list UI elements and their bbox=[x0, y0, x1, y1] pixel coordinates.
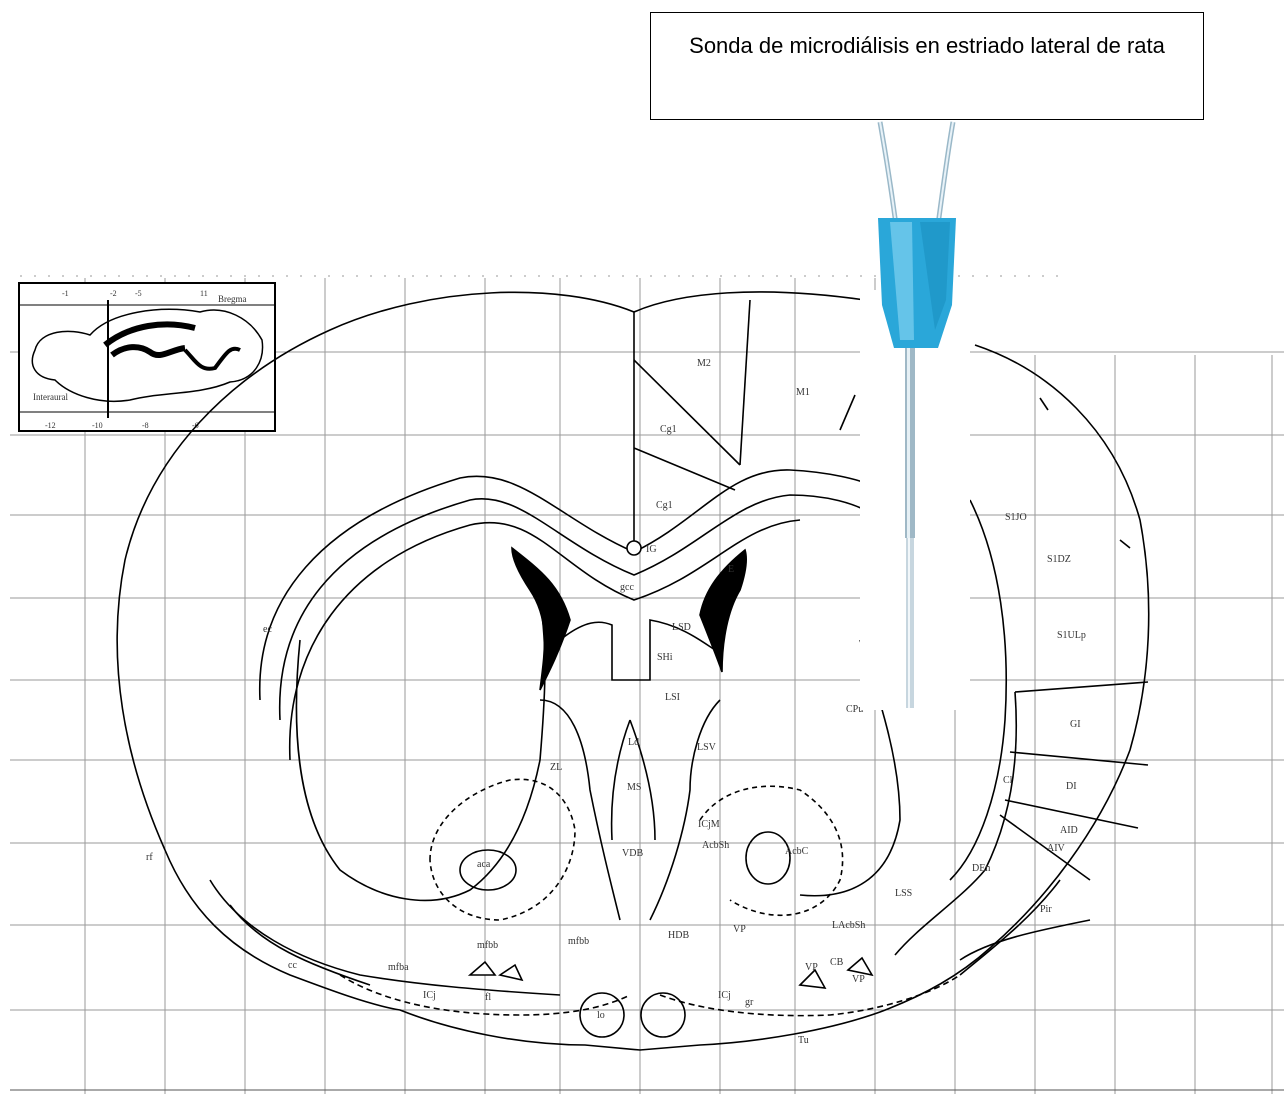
label-cl: Cl bbox=[1003, 775, 1013, 786]
label-zl: ZL bbox=[550, 762, 562, 773]
label-lacbsh: LAcbSh bbox=[832, 920, 865, 931]
label-vp-mid: VP bbox=[733, 924, 746, 935]
label-ms: MS bbox=[627, 782, 641, 793]
label-vdb: VDB bbox=[622, 848, 643, 859]
label-icj-left: ICj bbox=[423, 990, 436, 1001]
label-vp-right: VP bbox=[805, 962, 818, 973]
sagittal-inset: Bregma Interaural -1 -2 -5 11 -12 -10 -8… bbox=[19, 283, 275, 431]
label-di: DI bbox=[1066, 781, 1077, 792]
inset-bregma-label: Bregma bbox=[218, 294, 247, 304]
inset-top-tick: -2 bbox=[110, 289, 117, 298]
label-den: DEn bbox=[972, 863, 990, 874]
label-acbc: AcbC bbox=[785, 846, 809, 857]
label-cg1-upper: Cg1 bbox=[660, 424, 677, 435]
label-lss: LSS bbox=[895, 888, 912, 899]
label-tu: Tu bbox=[798, 1035, 809, 1046]
label-m2: M2 bbox=[697, 358, 711, 369]
label-aca: aca bbox=[477, 859, 491, 870]
label-gr: gr bbox=[745, 997, 754, 1008]
inset-bottom-tick: -8 bbox=[142, 421, 149, 430]
label-aiv: AIV bbox=[1047, 843, 1066, 854]
label-s1ulp: S1ULp bbox=[1057, 630, 1086, 641]
caption-text: Sonda de microdiálisis en estriado later… bbox=[687, 31, 1167, 60]
inset-bottom-tick: -10 bbox=[92, 421, 103, 430]
label-vp-right2: VP bbox=[852, 974, 865, 985]
inset-interaural-label: Interaural bbox=[33, 392, 68, 402]
label-shi: SHi bbox=[657, 652, 673, 663]
label-ec: ec bbox=[263, 624, 272, 635]
inset-top-tick: -1 bbox=[62, 289, 69, 298]
label-mfbb-left: mfbb bbox=[477, 940, 498, 951]
label-acbsh: AcbSh bbox=[702, 840, 729, 851]
label-lsv: LSV bbox=[697, 742, 717, 753]
label-m1: M1 bbox=[796, 387, 810, 398]
label-s1dz: S1DZ bbox=[1047, 554, 1071, 565]
label-mfba-left: mfba bbox=[388, 962, 409, 973]
label-gcc: gcc bbox=[620, 582, 634, 593]
caption-box: Sonda de microdiálisis en estriado later… bbox=[650, 12, 1204, 120]
label-mfbb-right: mfbb bbox=[568, 936, 589, 947]
label-ld: Ld bbox=[628, 737, 639, 748]
label-cc: cc bbox=[288, 960, 297, 971]
label-ig: IG bbox=[646, 544, 657, 555]
label-s1jo: S1JO bbox=[1005, 512, 1027, 523]
inset-bottom-tick: -12 bbox=[45, 421, 56, 430]
label-lsi: LSI bbox=[665, 692, 680, 703]
label-pir: Pir bbox=[1040, 904, 1052, 915]
label-icj-right: ICj bbox=[718, 990, 731, 1001]
label-cb: CB bbox=[830, 957, 844, 968]
label-rf: rf bbox=[146, 852, 153, 863]
label-fl: fl bbox=[485, 992, 491, 1003]
label-lo: lo bbox=[597, 1010, 605, 1021]
label-aid: AID bbox=[1060, 825, 1078, 836]
label-gi: GI bbox=[1070, 719, 1081, 730]
label-hdb: HDB bbox=[668, 930, 689, 941]
label-cg1-lower: Cg1 bbox=[656, 500, 673, 511]
inset-top-tick: 11 bbox=[200, 289, 208, 298]
inset-top-tick: -5 bbox=[135, 289, 142, 298]
label-lsd: LSD bbox=[672, 622, 691, 633]
label-e: E bbox=[728, 564, 734, 575]
label-icjm: ICjM bbox=[698, 819, 720, 830]
